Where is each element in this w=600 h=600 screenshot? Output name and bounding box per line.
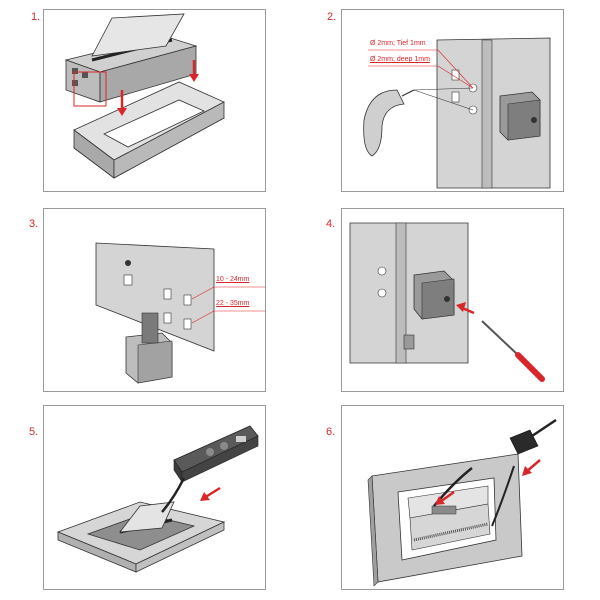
step-panel-3: 10 - 24mm 22 - 35mm — [43, 208, 266, 392]
step-2-illustration — [363, 37, 551, 189]
drill-spec-label-de: Ø 2mm; Tief 1mm — [370, 40, 426, 47]
step-panel-5 — [43, 405, 266, 590]
step-panel-6 — [341, 405, 564, 590]
arrow-icon — [189, 60, 199, 82]
box-lid — [119, 501, 175, 533]
arrow-icon — [435, 490, 455, 505]
range-label-upper: 10 - 24mm — [216, 276, 250, 283]
drill-spec-label-en: Ø 2mm; deep 1mm — [370, 56, 430, 63]
step-5-illustration — [56, 425, 259, 573]
brush-strip — [413, 522, 489, 542]
step-number-2: 2. — [327, 11, 337, 23]
step-number-5: 5. — [29, 426, 39, 438]
step-panel-4 — [341, 208, 564, 392]
range-label-lower: 22 - 35mm — [216, 300, 250, 307]
step-panel-2: Ø 2mm; Tief 1mm Ø 2mm; deep 1mm — [341, 9, 564, 192]
arrow-icon — [522, 459, 541, 476]
step-number-4: 4. — [326, 218, 336, 230]
arrow-icon — [456, 302, 475, 315]
step-6-illustration — [367, 418, 557, 587]
step-number-3: 3. — [29, 218, 39, 230]
desk-frame-hole — [103, 99, 205, 148]
step-number-1: 1. — [31, 11, 41, 23]
desk-frame-hole — [86, 513, 196, 551]
step-4-illustration — [349, 222, 545, 382]
mounting-plate — [436, 37, 551, 189]
screwdriver-icon — [481, 320, 545, 382]
power-plug-icon — [509, 418, 557, 455]
drill-icon — [363, 89, 415, 157]
step-number-6: 6. — [326, 426, 336, 438]
arrow-icon — [117, 90, 127, 116]
highlight-box — [73, 71, 107, 107]
step-1-illustration — [64, 13, 225, 179]
mounting-plate — [349, 222, 469, 364]
power-strip — [173, 425, 259, 483]
step-panel-1 — [43, 9, 266, 192]
power-cable — [161, 477, 186, 513]
box-lid — [91, 13, 185, 57]
step-3-illustration — [95, 242, 265, 384]
arrow-icon — [200, 486, 221, 501]
